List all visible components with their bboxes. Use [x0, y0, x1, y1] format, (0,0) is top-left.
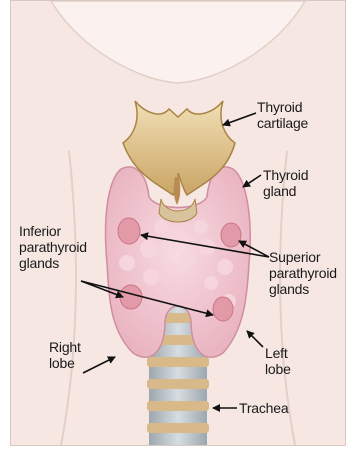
label-trachea: Trachea: [239, 400, 288, 416]
label-thyroid-gland: Thyroid gland: [263, 167, 308, 199]
leader-thyroid-gland: [243, 175, 261, 187]
leader-right-lobe: [83, 357, 115, 373]
neck-outline-left: [61, 151, 76, 445]
superior-parathyroid-left: [221, 223, 241, 247]
inferior-parathyroid-left: [213, 297, 233, 321]
leader-thyroid-cartilage: [223, 113, 256, 125]
label-thyroid-cartilage: Thyroid cartilage: [257, 99, 308, 131]
cartilage-notch: [174, 177, 181, 205]
chin-outline: [51, 1, 305, 83]
label-right-lobe: Right lobe: [49, 339, 81, 371]
superior-parathyroid-right: [118, 218, 140, 244]
leader-left-lobe: [247, 331, 263, 347]
illustration-panel: Thyroid cartilage Thyroid gland Inferior…: [10, 0, 346, 446]
label-inferior-parathyroid-glands: Inferior parathyroid glands: [19, 223, 87, 271]
label-left-lobe: Left lobe: [265, 345, 291, 377]
inferior-parathyroid-right: [120, 285, 142, 309]
label-superior-parathyroid-glands: Superior parathyroid glands: [269, 249, 337, 297]
